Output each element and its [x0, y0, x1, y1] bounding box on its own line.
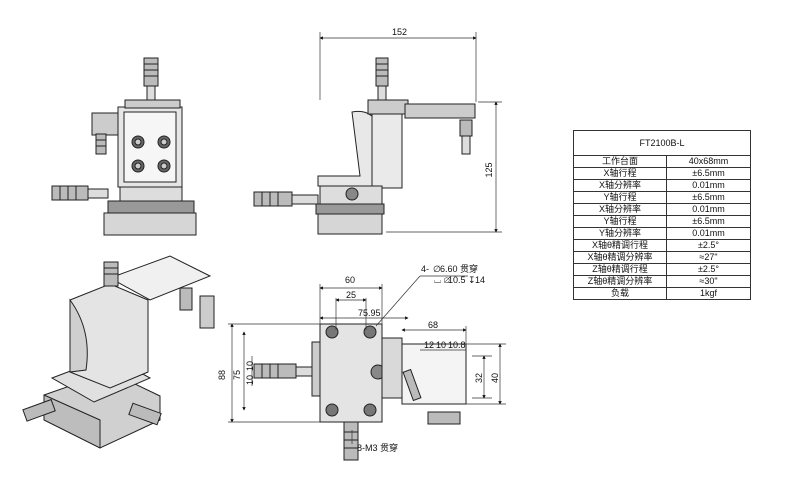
top-dimension-lines	[228, 275, 506, 444]
spec-label: Z轴θ精调行程	[573, 263, 667, 276]
thread-note: 8-M3 贯穿	[357, 442, 398, 453]
spec-value: ±6.5mm	[666, 215, 751, 228]
front-view	[51, 57, 197, 236]
counterbore-depth-label: 14	[475, 275, 485, 285]
spec-value: ±2.5°	[666, 263, 751, 276]
hole-diameter-label: 6.60 贯穿	[440, 263, 478, 274]
spec-label: Y轴行程	[573, 191, 667, 204]
spec-value: 0.01mm	[666, 179, 751, 192]
side-view	[253, 57, 476, 235]
dim-top-60: 60	[345, 275, 355, 285]
side-dimension-lines	[319, 32, 502, 233]
hole-count-label: 4-	[421, 264, 429, 274]
spec-value: ±6.5mm	[666, 191, 751, 204]
spec-value: ±2.5°	[666, 239, 751, 252]
spec-row: X轴行程±6.5mm	[573, 167, 751, 180]
dim-left-10b: 10	[245, 375, 255, 385]
spec-label: Z轴θ精调分辨率	[573, 275, 667, 288]
spec-value: 0.01mm	[666, 203, 751, 216]
spec-title: FT2100B-L	[573, 130, 751, 156]
spec-row: Y轴行程±6.5mm	[573, 191, 751, 204]
dim-side-width: 152	[392, 27, 407, 37]
spec-value: ≈27"	[666, 251, 751, 264]
dim-left-88: 88	[217, 370, 227, 380]
spec-row: Z轴θ精调行程±2.5°	[573, 263, 751, 276]
hole-diameter-symbol: ∅	[433, 264, 441, 274]
spec-label: X轴分辨率	[573, 179, 667, 192]
dim-top-108: 10.8	[448, 340, 466, 350]
spec-label: X轴θ精调分辨率	[573, 251, 667, 264]
dim-right-32: 32	[474, 373, 484, 383]
top-view	[253, 323, 467, 461]
spec-value: ≈30"	[666, 275, 751, 288]
spec-value: 0.01mm	[666, 227, 751, 240]
dim-right-40: 40	[490, 373, 500, 383]
spec-row: X轴θ精调分辨率≈27"	[573, 251, 751, 264]
spec-label: Y轴行程	[573, 215, 667, 228]
dim-top-68: 68	[428, 320, 438, 330]
dim-top-10a: 10	[436, 340, 446, 350]
spec-row: Z轴θ精调分辨率≈30"	[573, 275, 751, 288]
spec-label: Y轴分辨率	[573, 227, 667, 240]
dim-top-12: 12	[424, 340, 434, 350]
spec-label: X轴分辨率	[573, 203, 667, 216]
dim-left-75: 75	[232, 370, 242, 380]
isometric-view	[22, 255, 215, 449]
dim-left-10a: 10	[245, 361, 255, 371]
depth-symbol: ↧	[468, 275, 476, 285]
spec-row: X轴θ精调行程±2.5°	[573, 239, 751, 252]
dim-top-7595: 75.95	[358, 308, 381, 318]
spec-title-row: FT2100B-L	[573, 130, 751, 156]
spec-label: X轴行程	[573, 167, 667, 180]
spec-value: 40x68mm	[666, 155, 751, 168]
dim-side-height: 125	[484, 162, 494, 177]
spec-value: ±6.5mm	[666, 167, 751, 180]
spec-label: 负载	[573, 287, 667, 300]
counterbore-symbol: ⌴ ∅	[434, 275, 450, 285]
spec-label: 工作台面	[573, 155, 667, 168]
spec-row: Y轴行程±6.5mm	[573, 215, 751, 228]
dim-top-25: 25	[346, 290, 356, 300]
spec-label: X轴θ精调行程	[573, 239, 667, 252]
counterbore-label: 10.5	[448, 275, 466, 285]
spec-value: 1kgf	[666, 287, 751, 300]
